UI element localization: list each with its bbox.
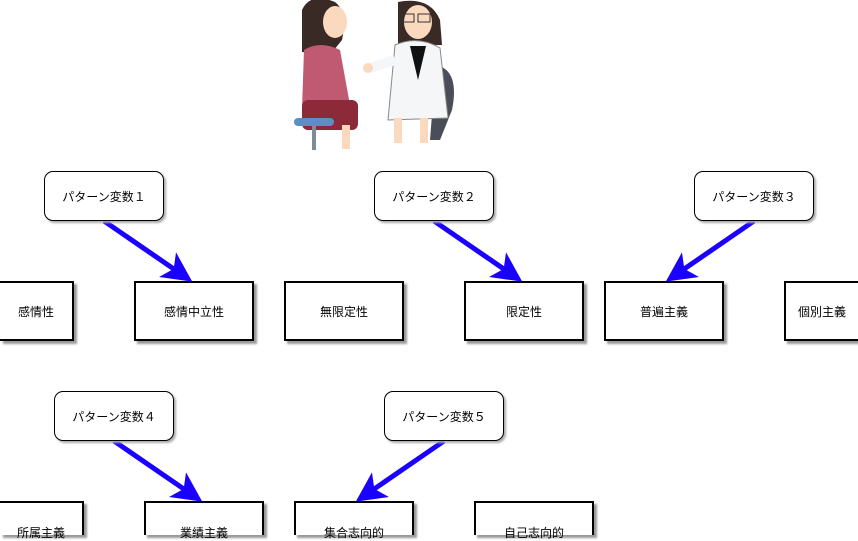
choice-particularism: 個別主義 [784,281,858,341]
choice-universalism: 普遍主義 [604,281,724,341]
choice-affectivity: 感情性 [0,281,74,341]
counseling-illustration [294,0,454,150]
pattern-variable-5: パターン変数５ [384,391,504,441]
arrow-2 [432,218,523,282]
arrow-1 [102,218,193,282]
pattern-variable-1: パターン変数１ [44,171,164,221]
pattern-variable-3: パターン変数３ [694,171,814,221]
arrow-5 [355,438,446,502]
pattern-variable-2: パターン変数２ [374,171,494,221]
arrow-4 [112,438,203,502]
choice-specificity: 限定性 [464,281,584,341]
choice-affective-neutrality: 感情中立性 [134,281,254,341]
choice-diffuseness: 無限定性 [284,281,404,341]
pattern-variable-4: パターン変数４ [54,391,174,441]
doctor-figure [363,0,454,143]
choice-ascription: 所属主義 [0,501,84,540]
choice-collectivity-orientation: 集合志向的 [294,501,414,540]
choice-self-orientation: 自己志向的 [474,501,594,540]
arrow-3 [665,218,756,282]
patient-figure [294,0,358,150]
choice-achievement: 業績主義 [144,501,264,540]
